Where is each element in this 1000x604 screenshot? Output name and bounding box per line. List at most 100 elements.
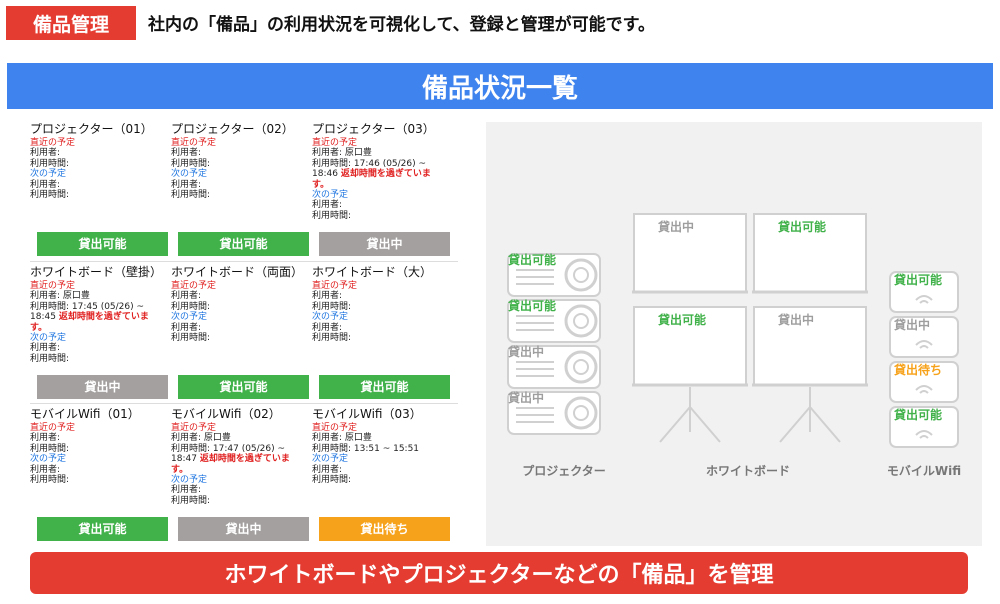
projector-status: 貸出可能	[508, 252, 556, 267]
wifi-icon	[915, 340, 933, 349]
equipment-title: ホワイトボード（両面）	[171, 265, 304, 279]
wifi-router	[889, 361, 959, 403]
equipment-title: プロジェクター（02）	[171, 122, 294, 136]
schedule-line: 直近の予定	[30, 423, 76, 433]
wifi-label: モバイルWifi	[887, 464, 961, 478]
projector-status: 貸出中	[508, 344, 544, 359]
status-button[interactable]: 貸出中	[178, 517, 309, 541]
schedule-line: 次の予定	[312, 454, 349, 465]
schedule-line: 利用者:	[171, 148, 202, 159]
status-button[interactable]: 貸出待ち	[319, 517, 450, 541]
schedule-line: 利用者:	[312, 200, 343, 211]
status-button[interactable]: 貸出中	[319, 232, 450, 256]
schedule-line: 利用時間:	[312, 301, 352, 312]
equipment-card[interactable]: ホワイトボード（大）直近の予定利用者:利用時間:次の予定利用者:利用時間:貸出可…	[312, 265, 452, 405]
whiteboard-panel	[633, 306, 747, 386]
projector-label: プロジェクター	[522, 463, 606, 478]
schedule-line: 次の予定	[30, 454, 67, 465]
wifi-router	[889, 406, 959, 448]
status-button[interactable]: 貸出可能	[37, 517, 168, 541]
wifi-status: 貸出中	[894, 317, 930, 332]
projector-lens-inner	[573, 313, 589, 329]
schedule-line: 利用時間:	[30, 443, 70, 454]
schedule-line: 直近の予定	[30, 138, 76, 148]
whiteboard-panel	[753, 213, 867, 293]
schedule-line: 次の予定	[171, 169, 208, 180]
schedule-line: 利用時間: 17:46 (05/26) ~	[312, 158, 427, 169]
schedule-line: 利用者:	[312, 291, 343, 302]
schedule-line: 直近の予定	[312, 423, 358, 433]
schedule-line: 18:45 返却時間を過ぎていま	[30, 312, 149, 323]
stand-leg	[659, 406, 691, 443]
schedule-line: 利用者:	[30, 343, 61, 354]
schedule-line: 利用時間:	[30, 190, 70, 201]
schedule-line: 18:47 返却時間を過ぎていま	[171, 454, 290, 465]
footer-banner: ホワイトボードやプロジェクターなどの「備品」を管理	[30, 552, 968, 594]
whiteboard-panel	[753, 306, 867, 386]
equipment-card[interactable]: モバイルWifi（03）直近の予定利用者: 原口豊利用時間: 13:51 ~ 1…	[312, 407, 452, 547]
schedule-line: 18:46 返却時間を過ぎていま	[312, 169, 431, 180]
status-button[interactable]: 貸出可能	[178, 232, 309, 256]
projector-lens-inner	[573, 405, 589, 421]
equipment-title: ホワイトボード（大）	[312, 265, 433, 279]
equipment-card[interactable]: ホワイトボード（壁掛）直近の予定利用者: 原口豊利用時間: 17:45 (05/…	[30, 265, 170, 405]
equipment-card[interactable]: プロジェクター（03）直近の予定利用者: 原口豊利用時間: 17:46 (05/…	[312, 122, 452, 262]
wifi-status: 貸出待ち	[894, 362, 942, 377]
status-button[interactable]: 貸出可能	[37, 232, 168, 256]
equipment-card[interactable]: プロジェクター（02）直近の予定利用者:利用時間:次の予定利用者:利用時間:貸出…	[171, 122, 311, 262]
status-button[interactable]: 貸出可能	[319, 375, 450, 399]
schedule-line: 利用者:	[30, 179, 61, 190]
equipment-card[interactable]: モバイルWifi（01）直近の予定利用者:利用時間:次の予定利用者:利用時間:貸…	[30, 407, 170, 547]
projector-lens-inner	[573, 359, 589, 375]
equipment-title: モバイルWifi（01）	[30, 407, 140, 421]
status-button[interactable]: 貸出中	[37, 375, 168, 399]
schedule-line: 利用時間:	[30, 475, 70, 486]
equipment-card[interactable]: モバイルWifi（02）直近の予定利用者: 原口豊利用時間: 17:47 (05…	[171, 407, 311, 547]
status-button[interactable]: 貸出可能	[178, 375, 309, 399]
overdue-warning: 返却時間を過ぎていま	[340, 169, 431, 180]
whiteboard-status: 貸出可能	[658, 312, 706, 327]
equipment-card[interactable]: ホワイトボード（両面）直近の予定利用者:利用時間:次の予定利用者:利用時間:貸出…	[171, 265, 311, 405]
schedule-line: 直近の予定	[30, 281, 76, 291]
schedule-line: 直近の予定	[171, 281, 217, 291]
schedule-line: 利用時間:	[30, 353, 70, 364]
equipment-card[interactable]: プロジェクター（01）直近の予定利用者:利用時間:次の予定利用者:利用時間:貸出…	[30, 122, 170, 262]
schedule-line: 利用時間: 17:47 (05/26) ~	[171, 443, 286, 454]
row-divider	[30, 261, 458, 262]
wifi-status: 貸出可能	[894, 407, 942, 422]
schedule-line: す。	[312, 179, 330, 190]
equipment-title: モバイルWifi（03）	[312, 407, 422, 421]
schedule-line: 利用時間:	[30, 158, 70, 169]
schedule-line: 利用時間:	[171, 190, 211, 201]
schedule-line: 次の予定	[312, 312, 349, 323]
schedule-line: 利用者:	[312, 464, 343, 475]
schedule-line: 利用者: 原口豊	[171, 433, 231, 444]
schedule-line: 直近の予定	[312, 281, 358, 291]
schedule-line: 利用者:	[312, 322, 343, 333]
wifi-icon	[915, 385, 933, 394]
overdue-warning: 返却時間を過ぎていま	[199, 454, 290, 465]
schedule-line: 利用時間: 13:51 ~ 15:51	[312, 443, 420, 454]
equipment-title: プロジェクター（03）	[312, 122, 435, 136]
wifi-router	[889, 271, 959, 313]
page-title-banner: 備品状況一覧	[7, 63, 993, 109]
schedule-line: す。	[171, 464, 189, 475]
schedule-line: 利用者:	[171, 485, 202, 496]
schedule-line: 次の予定	[171, 475, 208, 486]
headline: 社内の「備品」の利用状況を可視化して、登録と管理が可能です。	[148, 15, 655, 35]
equipment-title: プロジェクター（01）	[30, 122, 153, 136]
schedule-line: 次の予定	[30, 333, 67, 344]
schedule-line: 次の予定	[30, 169, 67, 180]
equipment-title: ホワイトボード（壁掛）	[30, 265, 163, 279]
illustration-svg: 貸出可能貸出可能貸出中貸出中プロジェクター貸出中貸出可能貸出可能貸出中ホワイトボ…	[507, 213, 961, 478]
schedule-line: 利用時間:	[312, 475, 352, 486]
overdue-warning: 返却時間を過ぎていま	[58, 312, 149, 323]
stand-leg	[689, 406, 721, 443]
schedule-line: 次の予定	[171, 312, 208, 323]
schedule-line: 利用者:	[171, 291, 202, 302]
row-divider	[30, 403, 458, 404]
wifi-icon	[915, 295, 933, 304]
schedule-line: 次の予定	[312, 190, 349, 201]
schedule-line: 利用者:	[171, 179, 202, 190]
schedule-line: 利用時間:	[171, 495, 211, 506]
